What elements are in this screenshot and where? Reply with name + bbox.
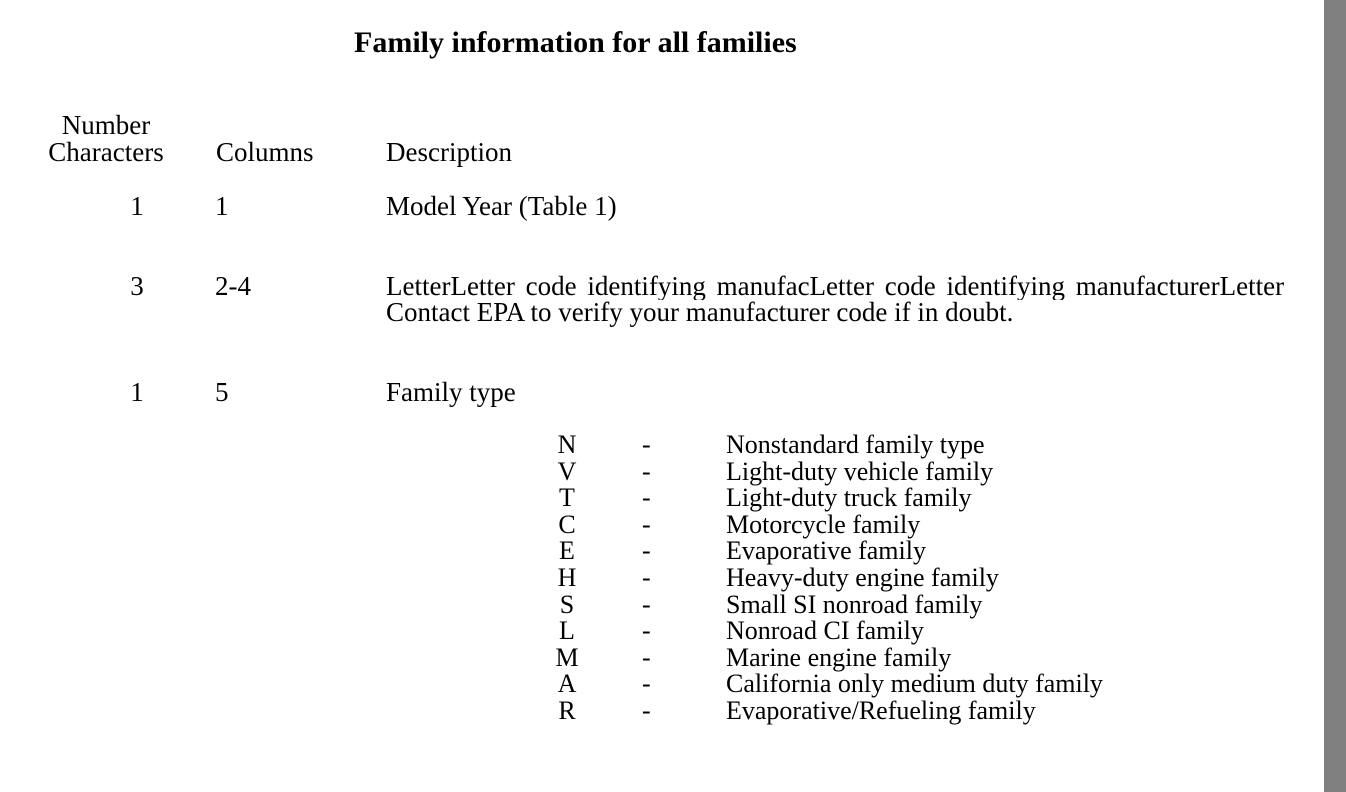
family-type-dash: -: [642, 430, 651, 459]
row-3-number: 1: [130, 377, 144, 407]
row-1-columns: 1: [215, 191, 229, 221]
family-type-label: Light-duty truck family: [726, 483, 972, 513]
family-type-code: E: [559, 536, 575, 566]
header-number-characters: Number Characters: [45, 112, 167, 166]
family-type-code: S: [559, 589, 575, 619]
family-type-code: N: [557, 430, 577, 459]
row-2-columns: 2-4: [215, 271, 251, 301]
family-type-dash: -: [642, 589, 651, 619]
family-type-label: Motorcycle family: [726, 509, 921, 539]
row-1-description: Model Year (Table 1): [386, 191, 617, 221]
family-type-label: Heavy-duty engine family: [726, 562, 999, 592]
family-type-dash: -: [642, 456, 651, 486]
family-type-label: Evaporative family: [726, 536, 926, 566]
family-type-dash: -: [642, 536, 651, 566]
family-type-label: Small SI nonroad family: [726, 589, 983, 619]
page-title: Family information for all families: [354, 26, 797, 59]
family-type-code: C: [558, 509, 576, 539]
family-type-code: M: [555, 642, 579, 672]
row-2-description-line2: Contact EPA to verify your manufacturer …: [386, 297, 1014, 327]
header-columns: Columns: [216, 137, 314, 167]
row-2-description: LetterLetter code identifying manufacLet…: [386, 273, 1285, 300]
header-number-line2: Characters: [48, 137, 164, 167]
row-2-number: 3: [130, 271, 144, 301]
family-type-dash: -: [642, 616, 651, 646]
family-type-dash: -: [642, 695, 651, 725]
family-type-label: Nonstandard family type: [726, 430, 985, 459]
row-1-number: 1: [130, 191, 144, 221]
family-type-dash: -: [642, 509, 651, 539]
family-type-code: L: [559, 616, 575, 646]
header-number-line1: Number: [61, 110, 151, 140]
vertical-scrollbar[interactable]: [1324, 0, 1346, 792]
family-type-code: T: [559, 483, 575, 513]
family-type-code: V: [557, 456, 577, 486]
family-type-label: Light-duty vehicle family: [726, 456, 994, 486]
family-type-label: Marine engine family: [726, 642, 952, 672]
family-type-code: R: [558, 695, 576, 725]
family-type-dash: -: [642, 669, 651, 699]
row-3-description: Family type: [386, 377, 516, 407]
family-type-label: Nonroad CI family: [726, 616, 924, 646]
family-type-dash: -: [642, 483, 651, 513]
family-type-code: A: [557, 669, 577, 699]
family-type-code: H: [557, 562, 577, 592]
row-3-columns: 5: [215, 377, 229, 407]
family-type-dash: -: [642, 562, 651, 592]
family-type-label: Evaporative/Refueling family: [726, 695, 1036, 725]
header-description: Description: [386, 137, 512, 167]
family-type-dash: -: [642, 642, 651, 672]
family-type-label: California only medium duty family: [726, 669, 1103, 699]
